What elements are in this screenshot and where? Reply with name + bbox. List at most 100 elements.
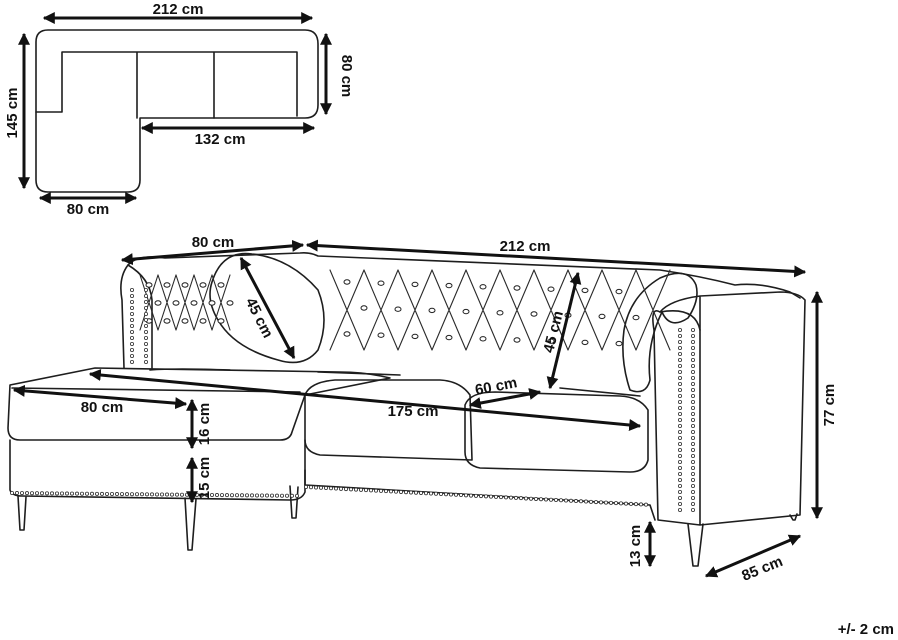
nailhead — [691, 369, 696, 374]
nailhead — [691, 471, 696, 476]
nailhead — [554, 497, 559, 502]
tuft-button — [632, 314, 640, 321]
backrest-tufts — [139, 269, 671, 351]
nailhead — [629, 501, 634, 506]
plan-depth-label: 145 cm — [4, 88, 21, 139]
nailhead — [589, 499, 594, 504]
height-77-label: 77 cm — [821, 384, 838, 427]
tuft-button — [217, 282, 225, 288]
nailhead — [678, 453, 683, 458]
nailhead — [678, 465, 683, 470]
nailhead — [678, 345, 683, 350]
nailhead — [209, 492, 214, 497]
nailhead — [678, 405, 683, 410]
nailhead — [154, 492, 159, 497]
nailhead — [634, 502, 639, 507]
tuft-button — [581, 287, 589, 294]
tuft-button — [394, 306, 402, 312]
nailhead — [691, 447, 696, 452]
nailhead — [129, 311, 134, 316]
perspective-dimensions — [12, 239, 823, 578]
nailhead — [398, 489, 403, 494]
nailhead — [35, 491, 40, 496]
tuft-button — [377, 332, 385, 338]
nailhead — [678, 471, 683, 476]
tuft-button — [217, 318, 225, 324]
total-width-label: 212 cm — [500, 238, 551, 255]
nailhead — [691, 417, 696, 422]
nailhead — [678, 429, 683, 434]
tuft-button — [462, 308, 470, 315]
tolerance-note: +/- 2 cm — [838, 621, 894, 638]
nailhead — [579, 499, 584, 504]
nailhead — [110, 491, 115, 496]
nailhead — [318, 485, 323, 490]
nailhead — [691, 459, 696, 464]
plan-width-label: 212 cm — [153, 1, 204, 18]
round-pillow-right — [622, 272, 698, 393]
nailhead — [239, 493, 244, 498]
dim-depth-85 — [704, 534, 802, 578]
leg-right-front — [687, 523, 704, 567]
nailhead — [143, 341, 148, 346]
plan-dimension-labels: 212 cm 145 cm 80 cm 132 cm 80 cm — [4, 1, 355, 218]
nailhead — [678, 369, 683, 374]
tuft-button — [615, 340, 623, 347]
nailhead — [358, 487, 363, 492]
nailhead — [691, 483, 696, 488]
nailhead — [691, 495, 696, 500]
nailhead — [549, 497, 554, 502]
nailhead — [244, 493, 249, 498]
dim-pillow-45 — [239, 256, 296, 360]
nailhead — [353, 487, 358, 492]
plan-seat-label: 132 cm — [195, 131, 246, 148]
pillow-45-label: 45 cm — [242, 295, 276, 341]
nailhead — [463, 493, 468, 498]
nailhead — [129, 287, 134, 292]
plan-chaise-label: 80 cm — [67, 201, 110, 218]
nailhead — [569, 498, 574, 503]
nailhead — [691, 429, 696, 434]
nailhead — [254, 493, 259, 498]
nailhead — [691, 327, 696, 332]
tuft-button — [181, 282, 189, 288]
nailhead — [678, 393, 683, 398]
tuft-button — [208, 300, 216, 306]
dim-total-width — [305, 239, 807, 278]
nailhead — [428, 491, 433, 496]
nailhead — [609, 500, 614, 505]
nailhead — [308, 485, 313, 490]
nailhead — [691, 477, 696, 482]
nailhead — [678, 387, 683, 392]
nailhead — [388, 489, 393, 494]
nailhead — [144, 492, 149, 497]
nailhead — [129, 317, 134, 322]
tuft-button — [547, 286, 555, 292]
nailhead — [691, 357, 696, 362]
tuft-button — [199, 318, 207, 324]
nailhead — [678, 441, 683, 446]
nailhead — [338, 486, 343, 491]
nailhead — [363, 488, 368, 493]
tuft-button — [598, 313, 606, 320]
nailhead — [594, 500, 599, 505]
nailhead — [448, 492, 453, 497]
nailhead — [559, 498, 564, 503]
tuft-button — [513, 337, 521, 343]
nailhead — [143, 293, 148, 298]
nailhead — [139, 492, 144, 497]
nailhead — [383, 489, 388, 494]
nailhead — [378, 488, 383, 493]
nailhead — [90, 491, 95, 496]
nailhead — [678, 417, 683, 422]
nailhead — [493, 494, 498, 499]
tuft-button — [154, 300, 162, 306]
nailhead — [313, 485, 318, 490]
nailhead — [691, 339, 696, 344]
nailhead — [678, 333, 683, 338]
nailhead — [678, 357, 683, 362]
leg-front-mid — [184, 497, 197, 551]
nailhead — [614, 501, 619, 506]
nailhead — [289, 493, 294, 498]
plan-dimensions — [18, 11, 332, 204]
